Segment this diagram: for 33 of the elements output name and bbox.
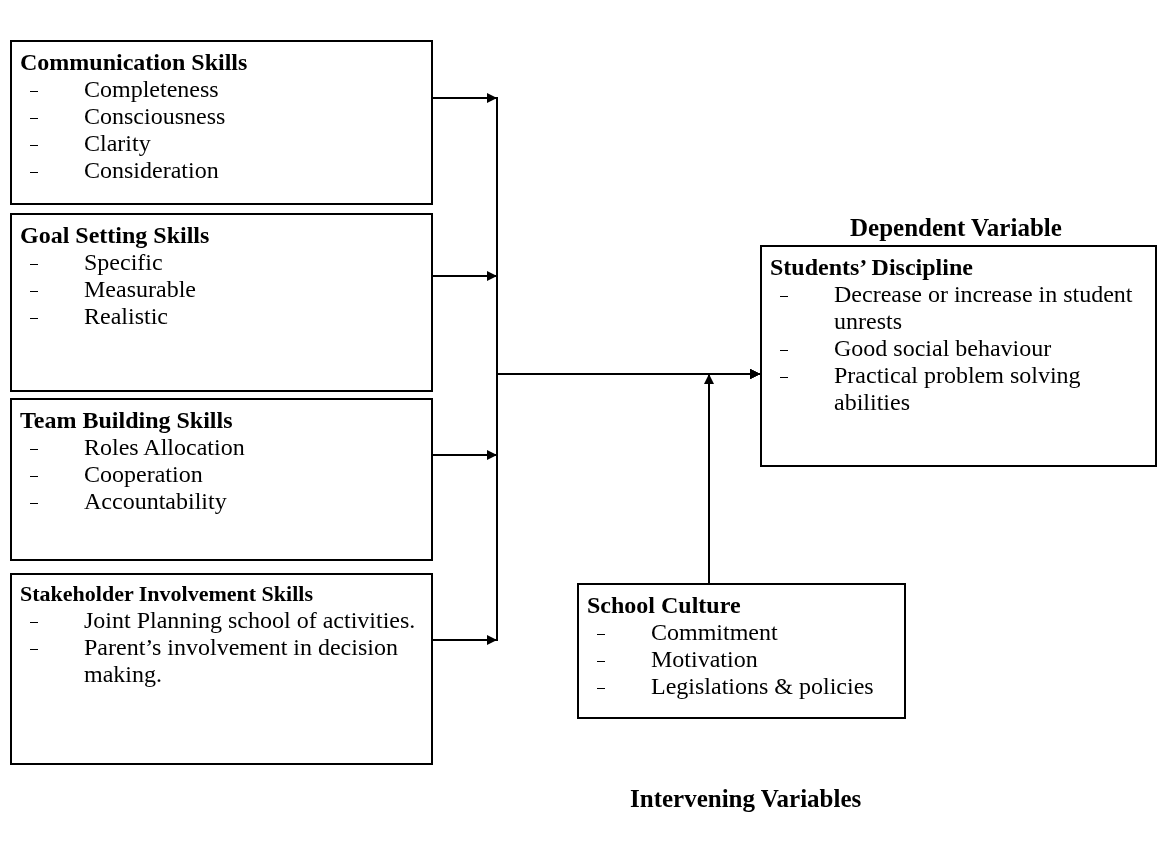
list-item: Roles Allocation bbox=[84, 434, 245, 460]
box-heading: School Culture bbox=[587, 591, 742, 619]
list-item: Good social behaviour bbox=[834, 335, 1052, 361]
list-item: Commitment bbox=[651, 619, 778, 645]
variable-box bbox=[10, 573, 433, 765]
list-item: Cooperation bbox=[84, 461, 203, 487]
box-heading: Communication Skills bbox=[20, 48, 249, 76]
list-item: Measurable bbox=[84, 276, 196, 302]
variable-label: Intervening Variables bbox=[630, 785, 862, 813]
list-item: Accountability bbox=[84, 488, 227, 514]
box-heading: Team Building Skills bbox=[20, 406, 234, 434]
list-item: Consciousness bbox=[84, 103, 226, 129]
list-item: Legislations & policies bbox=[651, 673, 874, 699]
list-item: Joint Planning school of activities. bbox=[84, 607, 416, 633]
list-item: Parent’s involvement in decision making. bbox=[84, 634, 398, 687]
variable-box bbox=[10, 398, 433, 561]
variable-box bbox=[760, 245, 1157, 467]
variable-box bbox=[577, 583, 906, 719]
box-heading: Students’ Discipline bbox=[770, 253, 974, 281]
variable-box bbox=[10, 40, 433, 205]
list-item: Practical problem solving abilities bbox=[834, 362, 1081, 415]
list-item: Consideration bbox=[84, 157, 219, 183]
list-item: Completeness bbox=[84, 76, 219, 102]
list-item: Specific bbox=[84, 249, 163, 275]
list-item: Decrease or increase in student unrests bbox=[834, 281, 1133, 334]
list-item: Realistic bbox=[84, 303, 168, 329]
variable-box bbox=[10, 213, 433, 392]
list-item: Motivation bbox=[651, 646, 758, 672]
variable-label: Dependent Variable bbox=[850, 214, 1062, 242]
list-item: Clarity bbox=[84, 130, 151, 156]
arrow bbox=[704, 369, 761, 584]
box-heading: Stakeholder Involvement Skills bbox=[20, 581, 314, 607]
box-heading: Goal Setting Skills bbox=[20, 221, 211, 249]
